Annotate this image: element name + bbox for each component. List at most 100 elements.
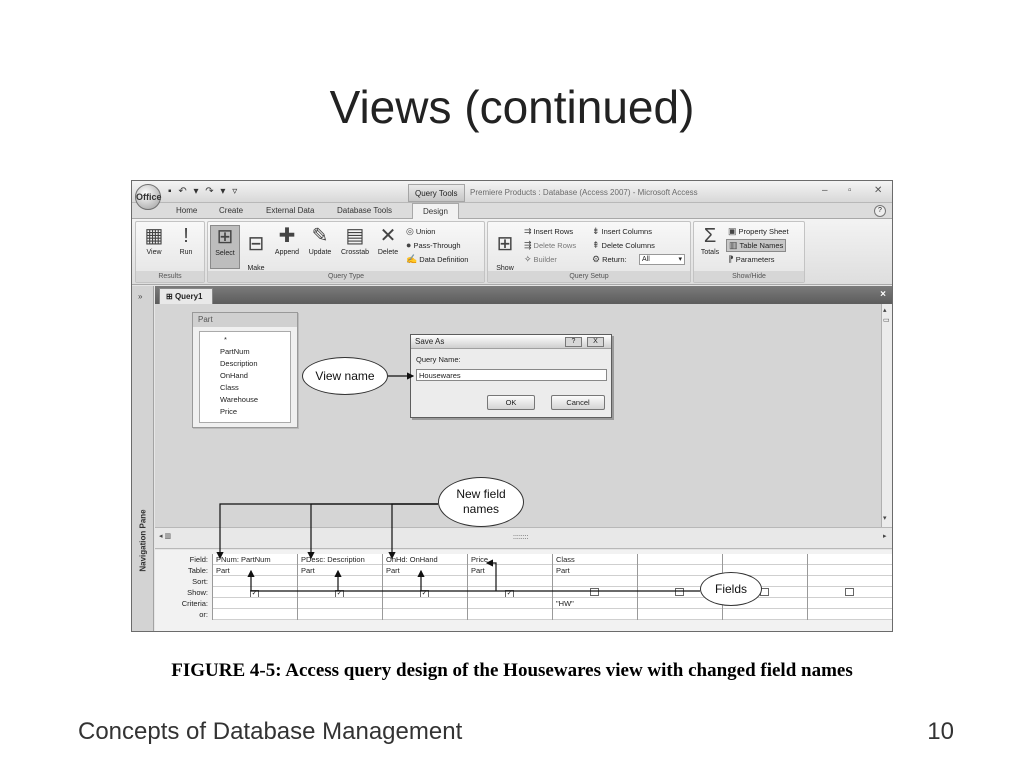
table-cell[interactable]: [808, 565, 892, 576]
field-item-description[interactable]: Description: [220, 359, 258, 368]
criteria-cell[interactable]: [468, 598, 552, 609]
field-cell[interactable]: OnHd: OnHand: [383, 554, 467, 565]
or-cell[interactable]: [553, 609, 637, 620]
table-cell[interactable]: [638, 565, 722, 576]
field-item-class[interactable]: Class: [220, 383, 239, 392]
show-checkbox[interactable]: [590, 588, 599, 596]
field-item-onhand[interactable]: OnHand: [220, 371, 248, 380]
grid-column[interactable]: PDesc: Description Part ✓: [297, 554, 382, 620]
crosstab-button[interactable]: ▤ Crosstab: [337, 225, 373, 257]
show-checkbox[interactable]: ✓: [250, 590, 259, 597]
tab-database-tools[interactable]: Database Tools: [337, 206, 392, 215]
show-checkbox[interactable]: ✓: [420, 590, 429, 597]
sort-cell[interactable]: [808, 576, 892, 587]
insert-columns-button[interactable]: ⇟Insert Columns: [592, 226, 652, 237]
grid-column[interactable]: Class Part "HW": [552, 554, 637, 620]
tab-home[interactable]: Home: [176, 206, 198, 215]
query-name-input[interactable]: Housewares: [416, 369, 607, 381]
show-checkbox[interactable]: [845, 588, 854, 596]
show-checkbox[interactable]: [675, 588, 684, 596]
parameters-button[interactable]: ⁋Parameters: [728, 254, 775, 265]
field-cell[interactable]: [638, 554, 722, 565]
table-cell[interactable]: Part: [383, 565, 467, 576]
part-table-box[interactable]: Part ⚷ * PartNum Description OnHand Clas…: [192, 312, 298, 428]
sort-cell[interactable]: [723, 576, 807, 587]
field-cell[interactable]: PNum: PartNum: [213, 554, 297, 565]
scroll-left-icon[interactable]: ◂ ▥: [159, 533, 172, 540]
append-button[interactable]: ✚ Append: [271, 225, 303, 257]
or-cell[interactable]: [808, 609, 892, 620]
field-item-all[interactable]: *: [224, 335, 227, 344]
or-cell[interactable]: [468, 609, 552, 620]
builder-button[interactable]: ✧Builder: [524, 254, 557, 265]
tab-query1[interactable]: ⊞ Query1: [159, 288, 213, 304]
scroll-down-icon[interactable]: ▾: [883, 515, 887, 522]
sort-cell[interactable]: [553, 576, 637, 587]
grid-column[interactable]: Price Part ✓: [467, 554, 552, 620]
field-item-price[interactable]: Price: [220, 407, 238, 416]
close-document-icon[interactable]: ×: [880, 289, 886, 300]
criteria-cell[interactable]: [298, 598, 382, 609]
or-cell[interactable]: [213, 609, 297, 620]
field-cell[interactable]: [808, 554, 892, 565]
show-checkbox[interactable]: ✓: [335, 590, 344, 597]
view-button[interactable]: ▦ View: [139, 225, 169, 257]
grid-column[interactable]: OnHd: OnHand Part ✓: [382, 554, 467, 620]
pane-splitter[interactable]: ◂ ▥ :::::::: ▸: [155, 527, 892, 549]
select-button[interactable]: ⊞ Select: [210, 225, 240, 269]
data-definition-button[interactable]: ✍Data Definition: [406, 254, 468, 265]
or-cell[interactable]: [723, 609, 807, 620]
table-cell[interactable]: Part: [213, 565, 297, 576]
run-button[interactable]: ! Run: [172, 225, 200, 257]
tab-design[interactable]: Design: [412, 203, 459, 220]
criteria-cell[interactable]: [808, 598, 892, 609]
tab-external-data[interactable]: External Data: [266, 206, 315, 215]
field-cell[interactable]: PDesc: Description: [298, 554, 382, 565]
field-cell[interactable]: Price: [468, 554, 552, 565]
return-select[interactable]: All▾: [639, 254, 685, 265]
minimize-button[interactable]: –: [822, 185, 828, 196]
table-names-button[interactable]: ▥Table Names: [726, 239, 787, 252]
grid-column[interactable]: [807, 554, 892, 620]
scroll-thumb-icon[interactable]: ▭: [883, 317, 890, 324]
criteria-cell[interactable]: [383, 598, 467, 609]
navigation-pane[interactable]: » Navigation Pane: [132, 286, 154, 631]
scroll-up-icon[interactable]: ▴: [883, 307, 887, 314]
field-cell[interactable]: [723, 554, 807, 565]
sort-cell[interactable]: [298, 576, 382, 587]
or-cell[interactable]: [383, 609, 467, 620]
dialog-close-button[interactable]: X: [587, 337, 604, 347]
ok-button[interactable]: OK: [487, 395, 535, 410]
show-checkbox[interactable]: ✓: [505, 590, 514, 597]
close-window-button[interactable]: ✕: [874, 185, 883, 196]
criteria-cell[interactable]: [638, 598, 722, 609]
property-sheet-button[interactable]: ▣Property Sheet: [728, 226, 789, 237]
table-cell[interactable]: Part: [298, 565, 382, 576]
scroll-right-icon[interactable]: ▸: [883, 533, 887, 540]
field-cell[interactable]: Class: [553, 554, 637, 565]
grid-column[interactable]: PNum: PartNum Part ✓: [212, 554, 297, 620]
field-item-partnum[interactable]: PartNum: [220, 347, 250, 356]
delete-columns-button[interactable]: ⇞Delete Columns: [592, 240, 655, 251]
vertical-scrollbar[interactable]: ▴ ▭ ▾: [881, 304, 892, 527]
help-icon[interactable]: ?: [874, 205, 886, 217]
pass-through-button[interactable]: ●Pass-Through: [406, 240, 461, 250]
criteria-cell[interactable]: "HW": [553, 598, 637, 609]
totals-button[interactable]: Σ Totals: [696, 225, 724, 257]
or-cell[interactable]: [298, 609, 382, 620]
field-item-warehouse[interactable]: Warehouse: [220, 395, 259, 404]
dialog-help-button[interactable]: ?: [565, 337, 582, 347]
delete-rows-button[interactable]: ⇶Delete Rows: [524, 240, 576, 251]
criteria-cell[interactable]: [213, 598, 297, 609]
sort-cell[interactable]: [468, 576, 552, 587]
table-cell[interactable]: [723, 565, 807, 576]
union-button[interactable]: ◎Union: [406, 226, 435, 237]
or-cell[interactable]: [638, 609, 722, 620]
office-button[interactable]: Office: [135, 184, 162, 210]
criteria-cell[interactable]: [723, 598, 807, 609]
quick-access-toolbar[interactable]: ▪ ↶ ▾ ↷ ▾ ▿: [168, 186, 240, 197]
tab-create[interactable]: Create: [219, 206, 244, 215]
sort-cell[interactable]: [213, 576, 297, 587]
cancel-button[interactable]: Cancel: [551, 395, 605, 410]
update-button[interactable]: ✎ Update: [304, 225, 336, 257]
